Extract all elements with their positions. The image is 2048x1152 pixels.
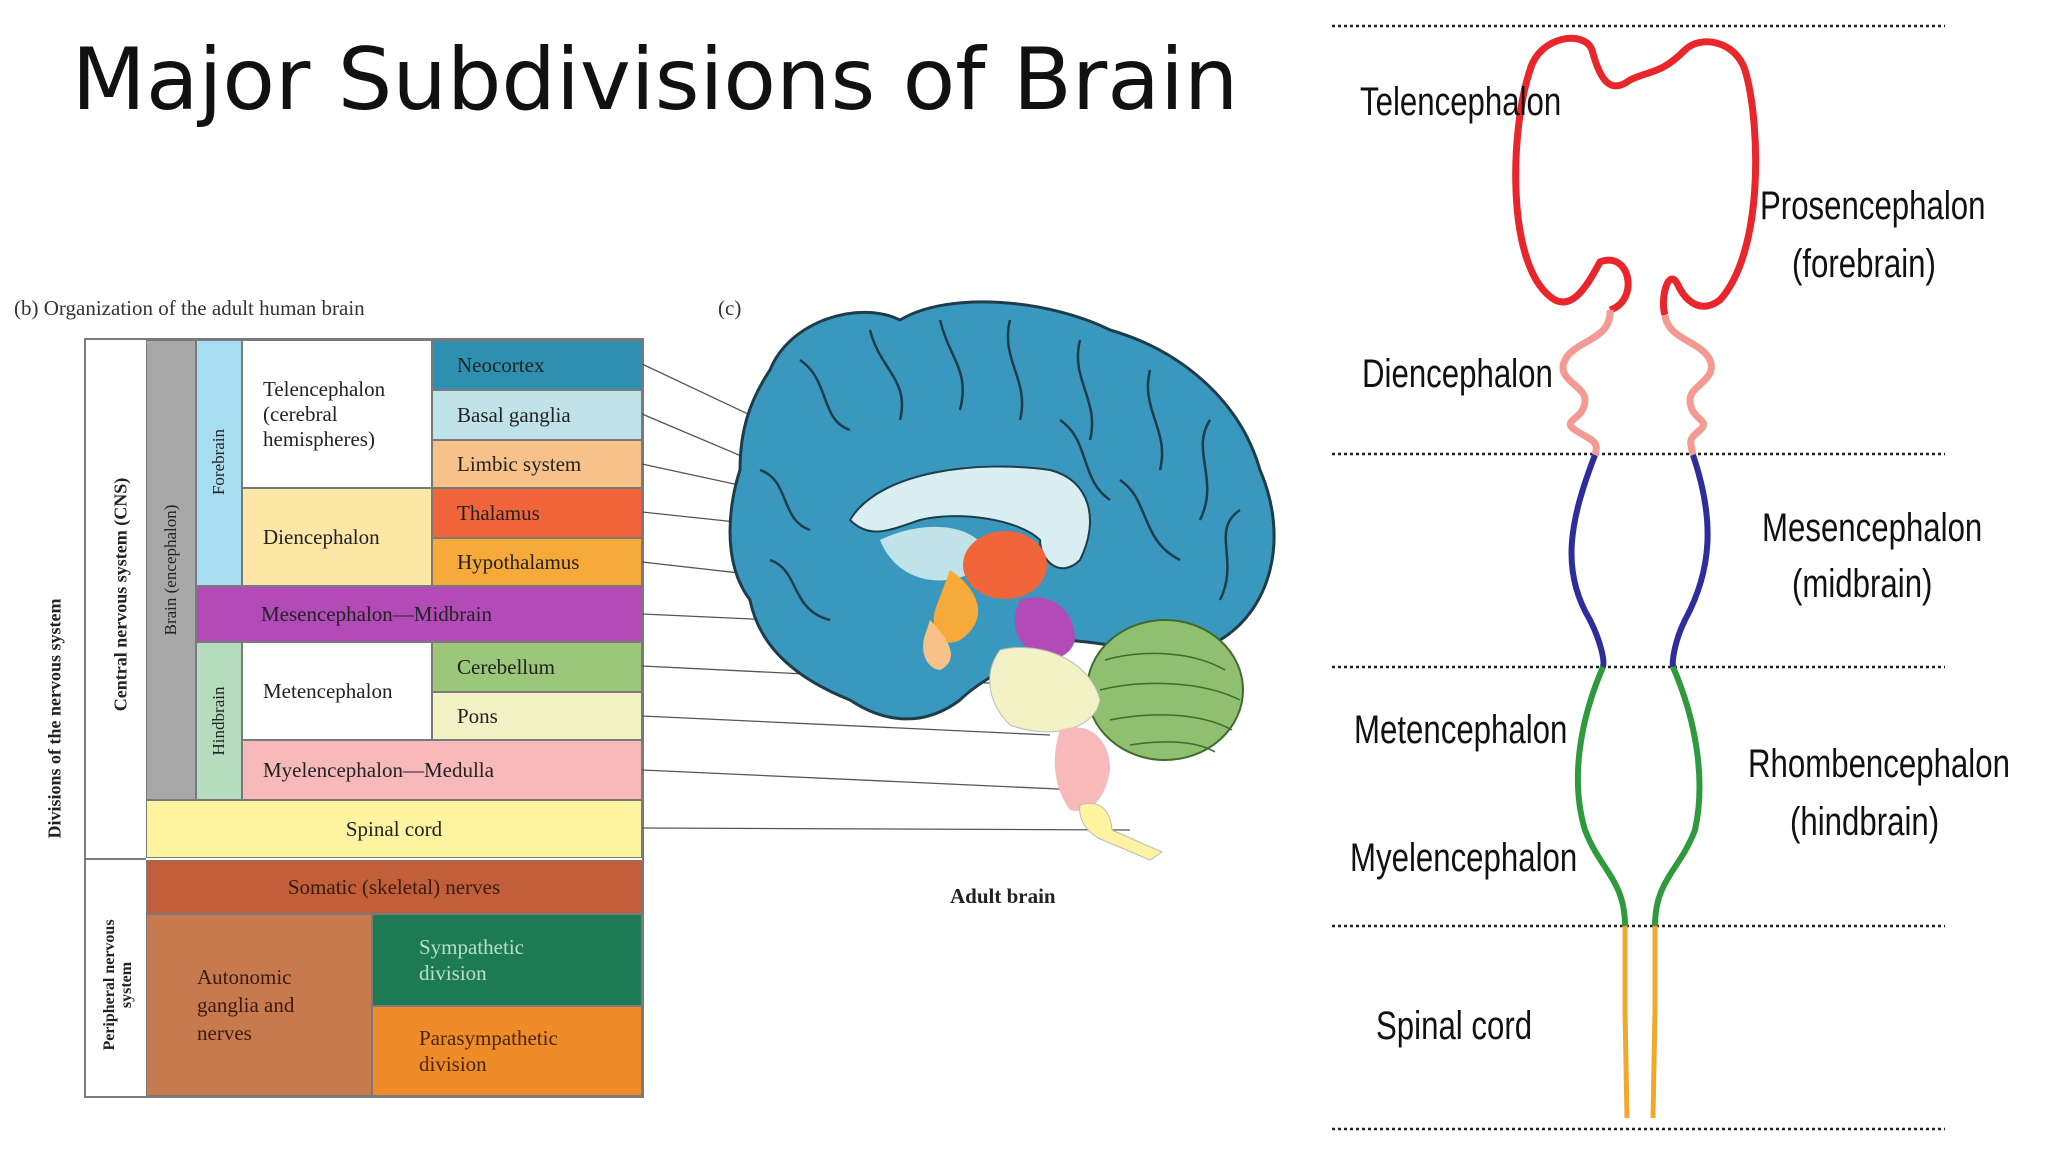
hindbrain-left [1574,665,1628,927]
neural-tube-diagram [1332,24,1945,1131]
diencephalon-label: Diencephalon [1362,352,1553,396]
prosencephalon-sub: (forebrain) [1792,242,1936,286]
parasympathetic-cell: Parasympathetic division [372,1006,642,1096]
hindbrain-bar [196,642,242,800]
autonomic-cell: Autonomic ganglia and nerves [146,914,372,1096]
myelencephalon-label: Myelencephalon [1350,836,1578,880]
telencephalon-outline [1512,34,1760,317]
mesencephalon-label: Mesencephalon [1762,506,1983,550]
diencephalon-left [1559,309,1614,457]
brain-bar [146,340,196,800]
adult-brain-label: Adult brain [950,884,1056,908]
rhombencephalon-sub: (hindbrain) [1790,800,1940,844]
metencephalon-label: Metencephalon [1354,708,1568,752]
neocortex-cell: Neocortex [432,340,642,390]
somatic-cell: Somatic (skeletal) nerves [146,860,642,914]
thalamus-cell: Thalamus [432,488,642,538]
mesencephalon-cell: Mesencephalon—Midbrain [196,586,642,642]
telencephalon-cell: Telencephalon (cerebral hemispheres) [242,340,432,488]
mesencephalon-left [1568,453,1607,668]
mesencephalon-sub: (midbrain) [1792,562,1933,606]
panel-b-caption: (b) Organization of the adult human brai… [14,296,365,320]
hypothalamus-cell: Hypothalamus [432,538,642,586]
diencephalon-cell: Diencephalon [242,488,432,586]
cns-pns-divider [84,858,146,860]
cerebellum-cell: Cerebellum [432,642,642,692]
forebrain-bar [196,340,242,586]
panel-c-caption: (c) [718,296,742,320]
prosencephalon-label: Prosencephalon [1760,184,1986,228]
region-dividers [1332,24,1945,1131]
spinal-left [1622,926,1630,1119]
diencephalon-right [1661,314,1715,456]
limbic-cell: Limbic system [432,440,642,488]
slide-title: Major Subdivisions of Brain [71,30,1239,130]
sympathetic-cell: Sympathetic division [372,914,642,1006]
spinal-right [1650,926,1658,1119]
rhombencephalon-label: Rhombencephalon [1748,742,2010,786]
basal-ganglia-cell: Basal ganglia [432,390,642,440]
spinal-cord-label: Spinal cord [1376,1004,1533,1048]
spinal-cord-cell: Spinal cord [146,800,642,858]
hindbrain-right [1652,665,1703,927]
mesencephalon-right [1669,454,1711,668]
medulla-cell: Myelencephalon—Medulla [242,740,642,800]
telencephalon-label: Telencephalon [1360,80,1562,124]
pons-cell: Pons [432,692,642,740]
brain-illustration [641,300,1276,861]
metencephalon-cell: Metencephalon [242,642,432,740]
